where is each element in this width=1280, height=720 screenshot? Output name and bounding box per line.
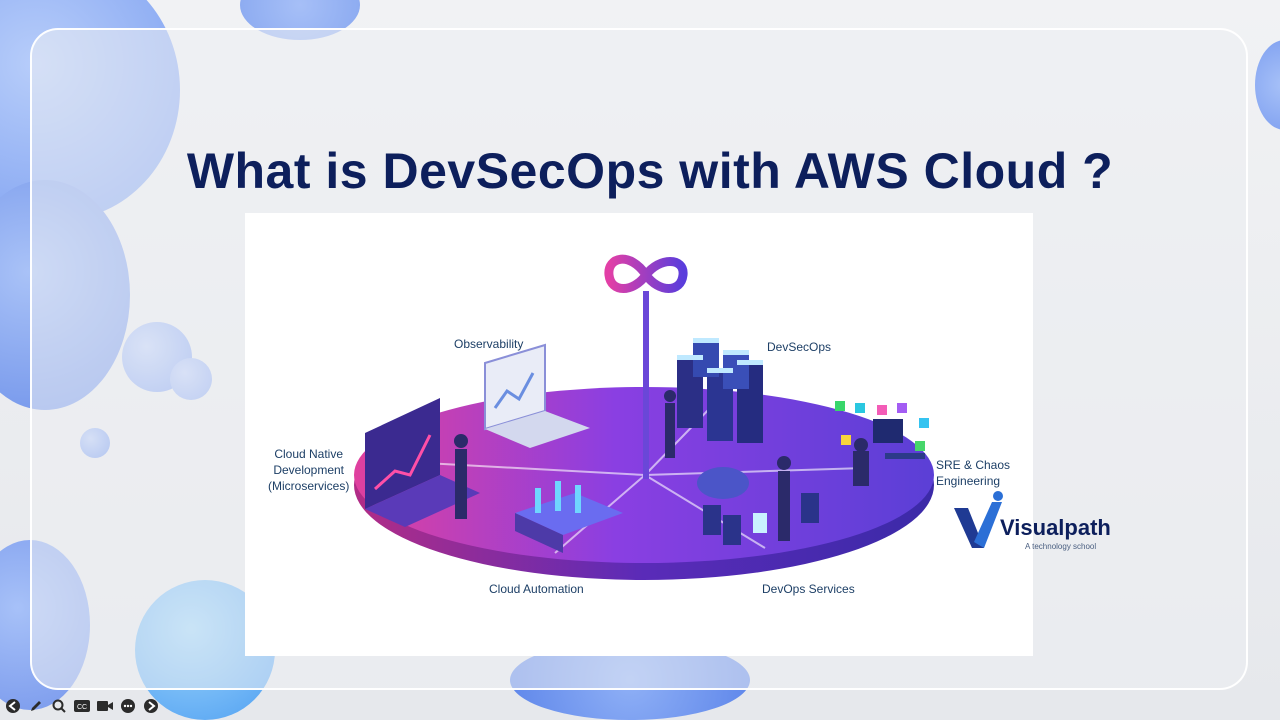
- label-cloud-native: Cloud Native Development (Microservices): [268, 447, 350, 493]
- visualpath-v-icon: [954, 491, 1003, 548]
- label-observability: Observability: [454, 337, 524, 351]
- visualpath-logo: Visualpath A technology school: [950, 490, 1130, 560]
- person-figure-icon: [454, 390, 869, 541]
- search-icon[interactable]: [50, 697, 68, 715]
- app-tiles-icon: [835, 401, 929, 451]
- infinity-loop-icon: [604, 254, 688, 293]
- forward-arrow-icon[interactable]: [142, 697, 160, 715]
- label-sre-chaos: SRE & Chaos Engineering: [936, 458, 1011, 488]
- svg-text:CC: CC: [77, 704, 87, 711]
- center-pole: [643, 291, 649, 479]
- logo-name: Visualpath: [1000, 515, 1111, 540]
- analytics-screen-icon: [365, 398, 480, 527]
- pen-icon[interactable]: [27, 697, 45, 715]
- slide-title: What is DevSecOps with AWS Cloud ?: [186, 143, 1114, 199]
- label-devsecops: DevSecOps: [767, 340, 832, 354]
- presentation-toolbar: CC: [4, 697, 160, 717]
- server-stack-icon: [677, 338, 763, 443]
- back-arrow-icon[interactable]: [4, 697, 22, 715]
- label-devops-services: DevOps Services: [762, 582, 855, 596]
- laptop-icon: [484, 343, 590, 448]
- decor-blob: [1255, 40, 1280, 130]
- devsecops-illustration: Observability DevSecOps Cloud Native Dev…: [245, 213, 1033, 656]
- workstation-icon: [873, 419, 925, 459]
- platform-illustration: [354, 254, 934, 580]
- cloud-services-icon: [697, 467, 819, 545]
- label-cloud-automation: Cloud Automation: [489, 582, 584, 596]
- logo-tagline: A technology school: [1025, 542, 1097, 551]
- more-icon[interactable]: [119, 697, 137, 715]
- captions-icon[interactable]: CC: [73, 697, 91, 715]
- camera-icon[interactable]: [96, 697, 114, 715]
- automation-desk-icon: [515, 481, 623, 553]
